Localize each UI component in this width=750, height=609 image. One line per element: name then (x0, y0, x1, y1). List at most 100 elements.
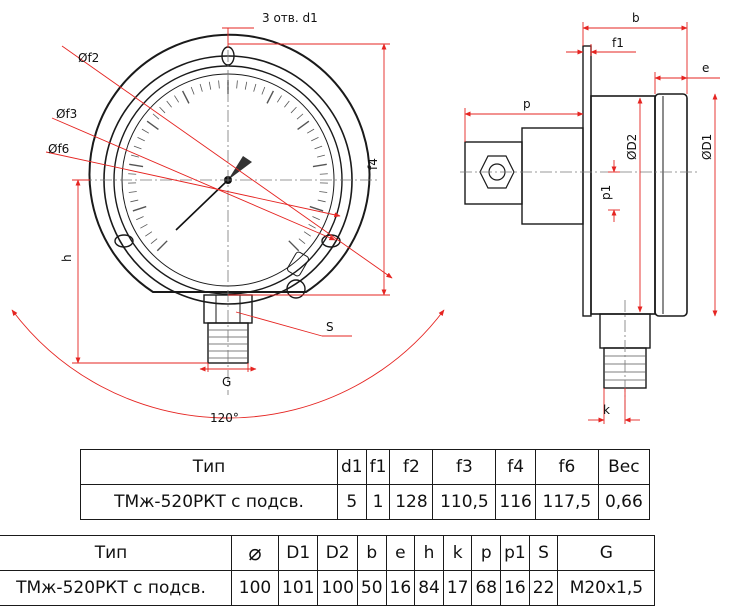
scale-tick (308, 223, 316, 229)
scale-tick (276, 95, 282, 103)
value-cell: 17 (442, 570, 473, 606)
header-cell: h (414, 535, 444, 571)
flange-outline (88, 33, 371, 293)
side-connector-body (521, 127, 584, 225)
scale-tick (129, 163, 144, 168)
scale-tick (145, 231, 153, 237)
side-flange (582, 45, 592, 317)
scale-tick (317, 199, 326, 203)
header-cell: b (356, 535, 387, 571)
scale-tick (128, 173, 137, 175)
pointer-tail (228, 156, 252, 180)
scale-tick (199, 83, 203, 92)
scale-tick (166, 100, 172, 108)
k-label: k (603, 403, 610, 417)
header-cell: f6 (534, 449, 599, 485)
value-cell: 50 (356, 570, 387, 606)
fitting-thread (207, 322, 249, 364)
header-cell: d1 (337, 449, 367, 485)
scale-tick (208, 81, 212, 90)
scale-tick (297, 120, 310, 131)
scale-tick (319, 173, 328, 175)
mount-hole-left (114, 234, 134, 248)
gauge-pointer (175, 179, 229, 231)
p1-label: p1 (599, 185, 613, 200)
scale-tick (156, 240, 168, 252)
scale-tick (312, 163, 327, 168)
scale-tick (311, 137, 319, 142)
scale-tick (218, 80, 220, 89)
s-label: S (326, 320, 334, 334)
value-cell: 5 (337, 484, 367, 520)
spec-table-1-row: ТМж-520РКТ с подсв. 5 1 128 110,5 116 11… (80, 484, 650, 520)
scale-tick (140, 223, 148, 229)
scale-tick (174, 95, 180, 103)
f3-label: Øf3 (56, 107, 77, 121)
value-cell: 68 (471, 570, 502, 606)
header-cell: k (442, 535, 473, 571)
scale-tick (137, 137, 145, 142)
spec-table-1: Тип d1 f1 f2 f3 f4 f6 Вес ТМж-520РКТ с п… (80, 449, 650, 520)
scale-tick (152, 113, 160, 120)
value-cell: 16 (385, 570, 416, 606)
scale-tick (130, 199, 139, 203)
p-label: p (523, 97, 531, 111)
spec-table-2-row: ТМж-520РКТ с подсв. 100 101 100 50 16 84… (0, 570, 656, 606)
spec-table-2: Тип ⌀ D1 D2 b e h k p p1 S G ТМж-520РКТ … (0, 535, 656, 606)
h-label: h (60, 254, 74, 262)
scale-tick (181, 90, 190, 104)
value-cell: 16 (500, 570, 530, 606)
value-cell: 22 (528, 570, 559, 606)
value-cell: 116 (495, 484, 536, 520)
value-cell: 117,5 (534, 484, 599, 520)
header-cell: f3 (432, 449, 497, 485)
technical-drawing: 3 отв. d1 Øf2 Øf3 Øf6 f4 h S G 120° (11, 11, 720, 425)
scale-tick (290, 106, 297, 114)
holes-label: 3 отв. d1 (262, 11, 318, 25)
spec-table-1-header: Тип d1 f1 f2 f3 f4 f6 Вес (80, 449, 650, 485)
scale-tick (150, 238, 158, 245)
header-cell: D2 (317, 535, 358, 571)
value-cell: 100 (231, 570, 279, 606)
scale-tick (159, 106, 166, 114)
front-view: 3 отв. d1 Øf2 Øf3 Øf6 f4 h S G 120° (11, 11, 445, 425)
f4-label: f4 (366, 158, 380, 170)
value-cell: 101 (277, 570, 319, 606)
light-knob (286, 279, 306, 299)
angle-label: 120° (210, 411, 239, 425)
side-connector-hex (479, 155, 515, 189)
header-cell: Тип (0, 535, 232, 571)
f2-label: Øf2 (78, 51, 99, 65)
scale-tick (261, 86, 266, 95)
scale-tick (190, 86, 195, 95)
scale-tick (244, 81, 248, 90)
f6-label: Øf6 (48, 142, 69, 156)
type-cell: ТМж-520РКТ с подсв. (0, 570, 232, 606)
header-cell: f4 (495, 449, 536, 485)
scale-tick (132, 205, 147, 212)
value-cell: 84 (414, 570, 444, 606)
diameter-symbol-icon: ⌀ (231, 535, 279, 571)
d2-label: ØD2 (625, 134, 639, 160)
f1-label: f1 (612, 36, 624, 50)
scale-tick (312, 216, 320, 221)
e-label: e (702, 61, 709, 75)
scale-tick (306, 128, 315, 134)
header-cell: D1 (277, 535, 319, 571)
scale-tick (146, 120, 159, 131)
scale-tick (319, 191, 328, 193)
header-cell: Тип (80, 449, 338, 485)
value-cell: 128 (389, 484, 434, 520)
scale-tick (314, 145, 323, 150)
scale-tick (298, 238, 306, 245)
side-bezel (654, 93, 688, 317)
spec-table-2-header: Тип ⌀ D1 D2 b e h k p p1 S G (0, 535, 656, 571)
scale-tick (133, 145, 142, 150)
type-cell: ТМж-520РКТ с подсв. (80, 484, 338, 520)
scale-tick (236, 80, 238, 89)
header-cell: p1 (500, 535, 530, 571)
header-cell: p (471, 535, 502, 571)
value-cell: 1 (365, 484, 391, 520)
scale-tick (136, 216, 144, 221)
header-cell: e (385, 535, 416, 571)
